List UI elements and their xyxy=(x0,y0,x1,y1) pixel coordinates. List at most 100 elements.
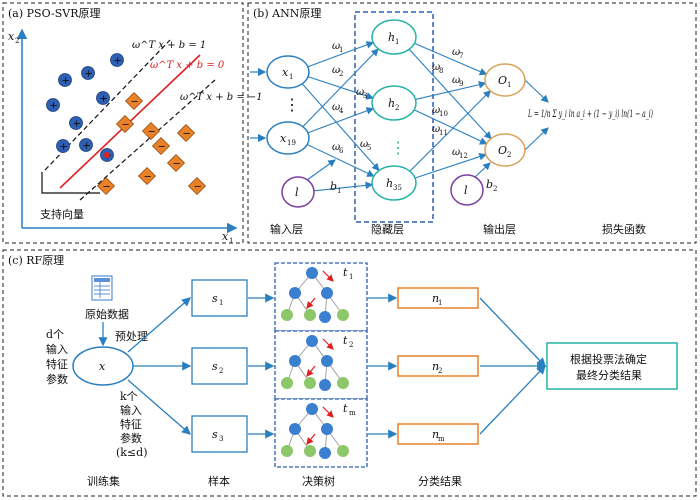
weight-sub-5: 5 xyxy=(367,144,371,152)
hyperplane-label: ω^T x + b = 0 xyxy=(150,60,225,71)
negative-sample-point xyxy=(115,114,135,134)
preprocess-label: 预处理 xyxy=(115,330,148,343)
weight-label-1: ω xyxy=(332,41,340,52)
tree-node xyxy=(321,423,333,435)
k-features-line-4: 参数 xyxy=(120,431,142,445)
bottom-label-result: 分类结果 xyxy=(418,474,462,488)
tree-path-arrow xyxy=(306,297,316,309)
layer-label-output: 输出层 xyxy=(483,222,516,236)
weight-label-6: ω xyxy=(332,142,340,153)
arrow-x-to-s1 xyxy=(127,297,191,353)
ann-edges xyxy=(250,41,549,192)
weight-sub-6: 6 xyxy=(339,147,344,155)
hidden-output-edge xyxy=(415,80,487,100)
input-node-19-sub: 19 xyxy=(287,139,296,147)
bias2-edge xyxy=(474,162,491,178)
tree-path-arrow xyxy=(322,338,334,350)
result-label-3: n xyxy=(432,428,439,441)
hidden-node-1-sub: 1 xyxy=(395,38,399,46)
support-vector-marker xyxy=(104,152,110,158)
final-result-box xyxy=(546,342,678,390)
tree-path-arrow xyxy=(322,406,334,418)
result-label-2: n xyxy=(432,360,439,373)
sample-sub-2: 2 xyxy=(219,367,223,375)
negative-sample-point xyxy=(137,166,157,186)
x-axis-label: x xyxy=(222,230,229,243)
output-node-1-label: O xyxy=(498,74,507,87)
weight-sub-4: 4 xyxy=(339,107,344,115)
bottom-label-sample: 样本 xyxy=(208,474,230,488)
tree-node xyxy=(337,445,349,457)
output-node-2-sub: 2 xyxy=(507,151,511,159)
bias-1-sub: 1 xyxy=(337,187,341,195)
tree-node xyxy=(306,403,318,415)
weight-sub-1: 1 xyxy=(339,46,343,54)
panel-c-frame xyxy=(2,249,697,497)
negative-sample-point xyxy=(124,91,144,111)
sample-box-2 xyxy=(191,347,248,385)
positive-sample-point xyxy=(69,116,83,130)
x-node-label: x xyxy=(99,360,106,373)
hidden-ellipsis: ⋮ xyxy=(390,138,406,157)
layer-label-loss: 损失函数 xyxy=(602,222,646,236)
weight-sub-3: 3 xyxy=(363,92,367,100)
input-hidden-edge xyxy=(307,144,375,177)
weight-sub-12: 12 xyxy=(459,152,468,160)
positive-sample-symbol: + xyxy=(83,141,91,152)
tree-node xyxy=(319,379,331,391)
result-sub-2: 2 xyxy=(438,367,442,375)
tree-node xyxy=(319,447,331,459)
weight-label-4: ω xyxy=(332,102,340,113)
svr-points: +++++++++−−−−−−−−− xyxy=(46,53,207,196)
positive-sample-symbol: + xyxy=(62,76,70,87)
tree-node xyxy=(304,445,316,457)
bias-2-sub: 2 xyxy=(493,185,497,193)
d-features-line-2: 输入 xyxy=(46,342,68,356)
bias-node-1-label: l xyxy=(295,186,299,199)
output-node-1-sub: 1 xyxy=(507,81,511,89)
bottom-label-train: 训练集 xyxy=(87,474,120,488)
input-hidden-edge xyxy=(302,83,380,172)
tree-node xyxy=(304,377,316,389)
hidden-node-2-sub: 2 xyxy=(395,104,399,112)
positive-sample-symbol: + xyxy=(100,94,108,105)
negative-sample-point xyxy=(166,153,186,173)
positive-sample-point xyxy=(81,66,95,80)
layer-label-input: 输入层 xyxy=(270,222,303,236)
spreadsheet-icon xyxy=(91,275,113,301)
tree-node xyxy=(281,309,293,321)
tree-node xyxy=(337,377,349,389)
weight-sub-11: 11 xyxy=(439,129,448,137)
tree-label-3: t xyxy=(343,402,348,415)
negative-sample-point xyxy=(176,123,196,143)
bias-node-2 xyxy=(450,174,484,206)
tree-path-arrow xyxy=(306,365,316,377)
panel-a-title: (a) PSO-SVR原理 xyxy=(8,7,100,20)
weight-sub-10: 10 xyxy=(439,110,448,118)
sample-label-1: s xyxy=(212,292,218,305)
tree-node xyxy=(337,309,349,321)
hidden-output-edge xyxy=(409,49,492,140)
sample-box-3 xyxy=(191,415,248,453)
d-features-line-3: 特征 xyxy=(46,357,68,371)
input-node-19-label: x xyxy=(280,132,287,145)
sample-sub-3: 3 xyxy=(219,435,223,443)
output-node-2-label: O xyxy=(498,144,507,157)
hidden-node-1-label: h xyxy=(388,31,395,44)
hidden-output-edge xyxy=(414,152,487,179)
y-axis-label: x xyxy=(8,30,15,43)
d-features-line-4: 参数 xyxy=(46,372,68,386)
hidden-node-35-label: h xyxy=(386,177,393,190)
bias1-edge-up xyxy=(306,159,336,181)
negative-sample-symbol: − xyxy=(158,142,166,153)
panel-b-frame xyxy=(247,2,697,244)
input-hidden-edge xyxy=(307,107,375,134)
positive-sample-point xyxy=(58,73,72,87)
y-axis-sub: 2 xyxy=(15,37,19,45)
tree-node xyxy=(289,355,301,367)
d-features-label: d个 输入 特征 参数 xyxy=(46,328,68,386)
sample-box-1 xyxy=(191,279,248,317)
d-features-line-1: d个 xyxy=(46,328,64,341)
